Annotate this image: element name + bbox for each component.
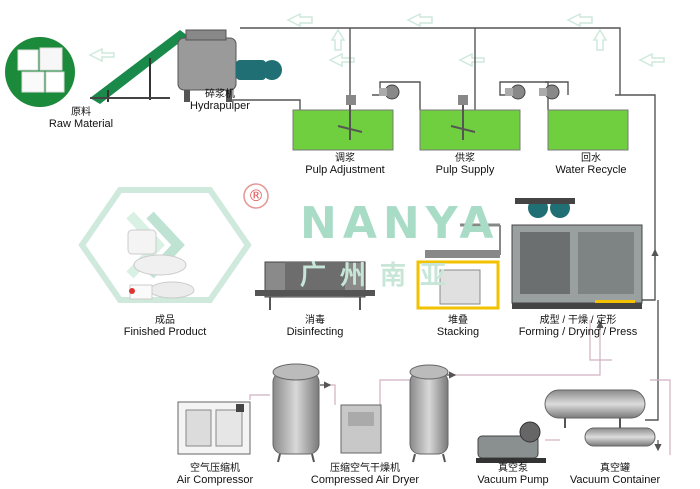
raw-material-icon — [5, 37, 75, 107]
forming-machine-icon — [511, 198, 643, 309]
air-receiver-tank-icon — [272, 363, 320, 463]
tank-pulp-adjustment — [292, 95, 394, 151]
watermark-brand-text: NANYA — [300, 198, 500, 249]
pump-1-icon — [379, 84, 400, 100]
vacuum-pipes — [545, 320, 671, 455]
vacuum-container-icon — [544, 389, 656, 447]
air-compressor-icon — [177, 401, 251, 455]
conveyor-icon — [90, 30, 188, 104]
finished-product-icon — [127, 229, 195, 300]
flow-arrow-icons — [320, 248, 662, 452]
hydrapulper-icon — [177, 29, 282, 102]
stacking-machine-icon — [416, 223, 501, 310]
watermark-brand-subtext: 广州南亚 — [300, 261, 461, 291]
vacuum-pump-icon — [476, 421, 546, 463]
tank-pulp-supply — [419, 95, 521, 151]
pipe-network — [232, 27, 659, 421]
air-storage-tank-icon — [409, 364, 449, 463]
tank-water-recycle — [547, 109, 629, 151]
pump-2-icon — [505, 84, 560, 100]
air-dryer-icon — [340, 404, 382, 454]
registered-mark: ® — [248, 186, 264, 205]
disinfecting-machine-icon — [255, 261, 375, 310]
